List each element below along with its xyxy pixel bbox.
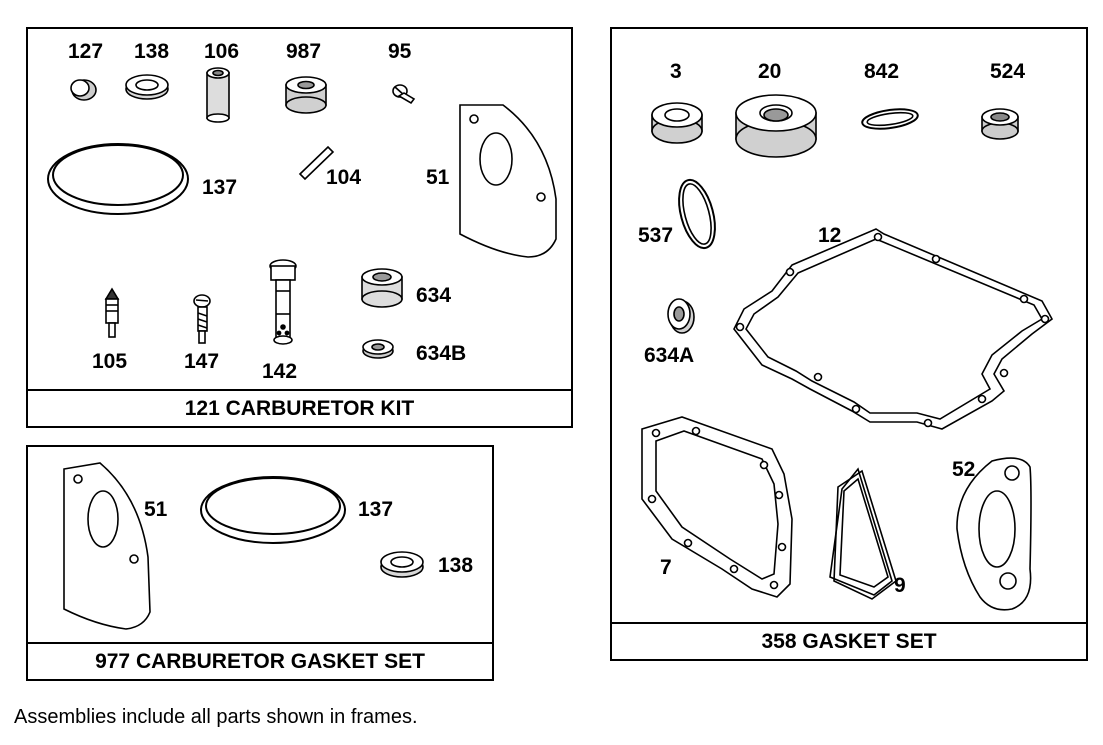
- part-label-142: 142: [262, 360, 298, 383]
- part-label-127: 127: [68, 40, 104, 63]
- part-3-oil-seal-icon: [651, 102, 703, 144]
- part-label-51: 51: [144, 498, 168, 521]
- part-537-o-ring-icon: [678, 178, 716, 250]
- part-label-137: 137: [358, 498, 394, 521]
- part-label-9: 9: [894, 574, 906, 597]
- part-label-138: 138: [438, 554, 474, 577]
- carburetor-kit-title: 121 CARBURETOR KIT: [28, 389, 571, 426]
- part-95-screw-icon: [392, 84, 416, 105]
- part-634b-washer-icon: [362, 339, 394, 359]
- gasket-set-frame: 3 20 842 524 537 12 634A 7 9 52: [610, 27, 1088, 661]
- part-51-gasket-plate-icon: [459, 104, 557, 258]
- part-label-138: 138: [134, 40, 170, 63]
- part-label-95: 95: [388, 40, 412, 63]
- part-138-washer-icon: [380, 551, 424, 578]
- part-label-987: 987: [286, 40, 322, 63]
- part-634a-seal-icon: [667, 298, 695, 334]
- footnote: Assemblies include all parts shown in fr…: [14, 706, 418, 728]
- part-106-bushing-icon: [206, 67, 230, 123]
- part-142-emulsion-tube-icon: [269, 259, 297, 345]
- part-12-crankcase-gasket-icon: [733, 228, 1054, 430]
- part-label-537: 537: [638, 224, 674, 247]
- part-label-20: 20: [758, 60, 782, 83]
- part-label-3: 3: [670, 60, 682, 83]
- part-634-seal-icon: [361, 268, 403, 308]
- gasket-set-drawing: [641, 94, 1054, 611]
- part-label-634b: 634B: [416, 342, 467, 365]
- carburetor-kit-parts-drawing: [47, 67, 557, 359]
- part-label-137: 137: [202, 176, 238, 199]
- part-524-grommet-icon: [981, 108, 1019, 140]
- carburetor-gasket-set-frame: 51 137 138 977 CARBURETOR GASKET SET: [26, 445, 494, 681]
- part-105-needle-valve-icon: [104, 287, 120, 338]
- part-label-12: 12: [818, 224, 842, 247]
- part-842-o-ring-icon: [861, 108, 919, 130]
- part-127-cap-icon: [70, 79, 97, 101]
- part-7-cylinder-head-gasket-icon: [641, 416, 793, 598]
- part-137-gasket-ring-icon: [47, 143, 189, 215]
- part-138-washer-icon: [125, 74, 169, 100]
- part-label-52: 52: [952, 458, 976, 481]
- gasket-set-title: 358 GASKET SET: [612, 622, 1086, 659]
- part-label-842: 842: [864, 60, 900, 83]
- part-label-105: 105: [92, 350, 128, 373]
- carburetor-gasket-set-title: 977 CARBURETOR GASKET SET: [28, 642, 492, 679]
- part-9-gasket-icon: [829, 467, 897, 600]
- part-label-106: 106: [204, 40, 240, 63]
- part-147-idle-screw-icon: [193, 294, 211, 344]
- part-104-pin-icon: [298, 145, 335, 181]
- part-20-oil-seal-icon: [735, 94, 817, 158]
- part-label-104: 104: [326, 166, 362, 189]
- part-label-634a: 634A: [644, 344, 695, 367]
- part-51-gasket-plate-icon: [63, 462, 151, 630]
- part-label-147: 147: [184, 350, 220, 373]
- part-137-gasket-ring-icon: [200, 476, 346, 544]
- part-52-intake-gasket-icon: [956, 457, 1032, 611]
- part-label-524: 524: [990, 60, 1026, 83]
- carburetor-kit-frame: 127 138 106 987 95 137 104 51 634 634B 1…: [26, 27, 573, 428]
- part-label-7: 7: [660, 556, 672, 579]
- part-987-seal-icon: [285, 76, 327, 114]
- carburetor-gasket-set-drawing: [63, 462, 424, 630]
- part-label-51: 51: [426, 166, 450, 189]
- part-label-634: 634: [416, 284, 452, 307]
